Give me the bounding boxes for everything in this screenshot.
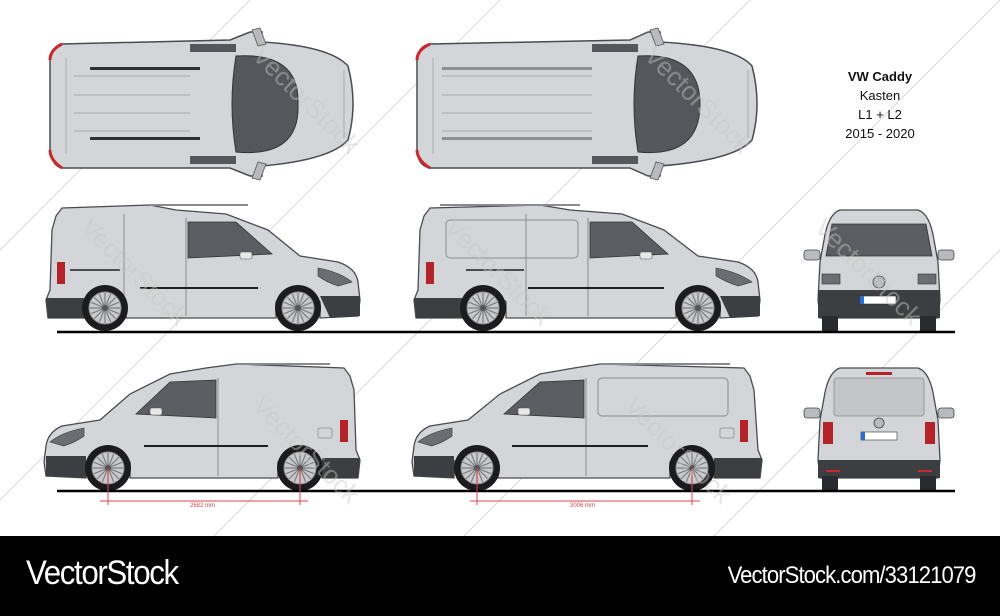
footer-brand: VectorStock — [26, 554, 179, 592]
dimension-lines — [100, 468, 700, 505]
side-view-left-l1 — [43, 363, 361, 492]
model-years: 2015 - 2020 — [845, 126, 915, 141]
top-view-l1 — [48, 27, 354, 181]
variants: L1 + L2 — [858, 107, 902, 122]
blueprint-canvas: VectorStock VectorStock VectorStock Vect… — [0, 0, 1000, 536]
rear-view — [803, 367, 955, 490]
footer-banner: VectorStock VectorStock.com/33121079 — [0, 536, 1000, 616]
side-view-right-l1 — [45, 204, 361, 332]
top-view-l2 — [415, 27, 758, 181]
side-view-right-l2 — [413, 204, 761, 332]
model-name: VW Caddy — [847, 69, 913, 84]
l2-wheelbase-label: 3006 mm — [570, 503, 596, 509]
l1-wheelbase-label: 2682 mm — [190, 503, 216, 509]
body-type: Kasten — [859, 88, 901, 103]
title-block: VW Caddy Kasten L1 + L2 2015 - 2020 — [820, 67, 940, 143]
vehicle-blueprint-drawing — [0, 0, 1000, 536]
footer-url: VectorStock.com/33121079 — [728, 562, 977, 589]
front-view — [803, 209, 955, 332]
side-view-left-l2 — [411, 363, 763, 492]
